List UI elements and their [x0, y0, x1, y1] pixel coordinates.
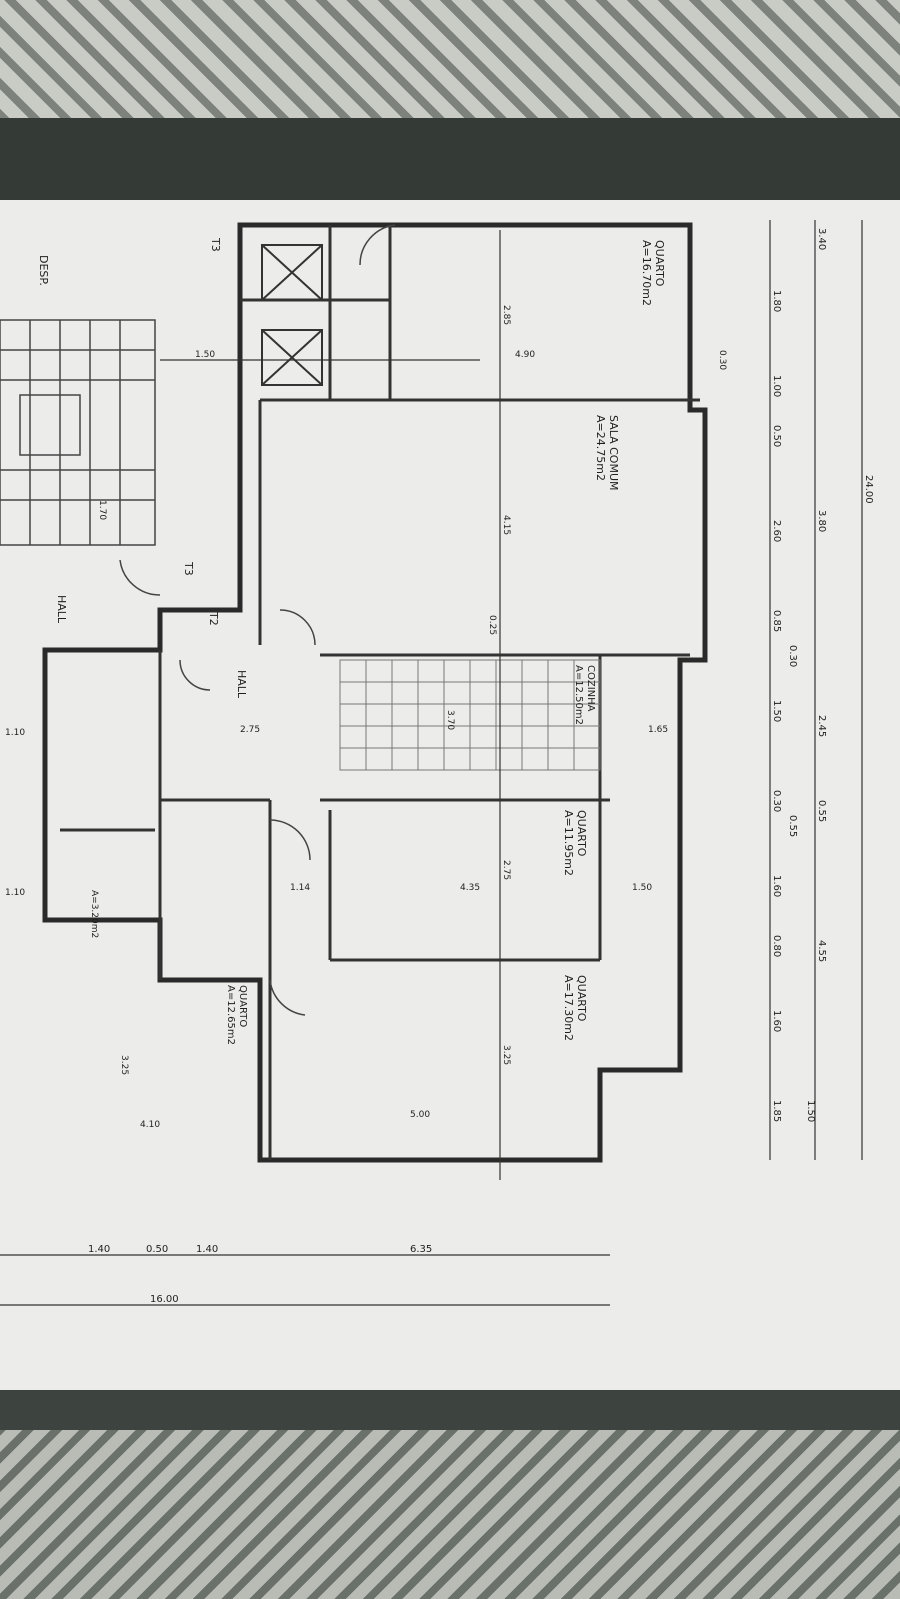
hall-label: HALL [235, 670, 248, 699]
dim-label: 3.40 [816, 228, 827, 250]
dim-label: 6.35 [410, 1244, 432, 1255]
dim-label: 0.50 [146, 1244, 168, 1255]
dim-label: 1.00 [771, 375, 782, 397]
dim-label: 1.40 [196, 1244, 218, 1255]
dim-label: 1.40 [88, 1244, 110, 1255]
dim-label: 16.00 [150, 1294, 179, 1305]
room-area: A=17.30m2 [562, 975, 575, 1041]
room-area: A=3.20m2 [89, 890, 99, 938]
floor-plan-sheet: QUARTO A=16.70m2 SALA COMUM A=24.75m2 CO… [0, 200, 900, 1390]
dim-label: 0.50 [771, 425, 782, 447]
door-swings [119, 224, 396, 1016]
dim-label: 4.35 [460, 883, 480, 893]
dim-label: 4.55 [816, 940, 827, 962]
dim-label: 2.75 [240, 725, 260, 735]
dim-label: 2.85 [501, 305, 511, 325]
t2-label: T2 [207, 611, 220, 626]
dim-label: 0.30 [717, 350, 727, 370]
dim-label: 3.80 [816, 510, 827, 532]
room-name: QUARTO [653, 240, 666, 287]
room-area: A=12.65m2 [225, 985, 236, 1045]
dim-label: 1.60 [771, 875, 782, 897]
dim-label: 1.80 [771, 290, 782, 312]
room-name: COZINHA [585, 665, 596, 712]
bottom-dimensions: 1.40 0.50 1.40 6.35 16.00 [88, 1244, 432, 1305]
dim-label: 0.55 [816, 800, 827, 822]
dark-board-top [0, 118, 900, 204]
outer-walls [42, 222, 708, 1163]
interior-walls [60, 225, 700, 1160]
dim-label: 0.55 [787, 815, 798, 837]
dim-label: 1.60 [771, 1010, 782, 1032]
room-area: A=12.50m2 [573, 665, 584, 725]
room-name: QUARTO [575, 810, 588, 857]
dim-label: 1.85 [771, 1100, 782, 1122]
dim-label: 1.50 [632, 883, 652, 893]
room-name: SALA COMUM [607, 415, 620, 491]
dim-label: 3.25 [119, 1055, 129, 1075]
dim-label: 1.50 [805, 1100, 816, 1122]
plan-labels: HALL HALL DESP. T2 T3 T3 [37, 237, 248, 699]
dim-label: 0.80 [771, 935, 782, 957]
dim-label: 4.90 [515, 350, 535, 360]
right-dimensions: 1.80 1.00 0.50 2.60 0.85 0.30 1.50 0.30 … [771, 228, 874, 1122]
dim-label: 0.30 [771, 790, 782, 812]
room-area: A=24.75m2 [594, 415, 607, 481]
room-area: A=11.95m2 [562, 810, 575, 876]
room-area: A=16.70m2 [640, 240, 653, 306]
hall-label: HALL [55, 595, 68, 624]
room-labels: QUARTO A=16.70m2 SALA COMUM A=24.75m2 CO… [89, 240, 666, 1045]
interior-dimensions: 2.85 4.90 4.15 3.70 2.75 3.25 5.00 4.10 … [5, 305, 727, 1130]
tablecloth-top [0, 0, 900, 140]
dim-label: 0.30 [787, 645, 798, 667]
dim-label: 5.00 [410, 1110, 430, 1120]
tablecloth-bottom [0, 1400, 900, 1599]
dim-label: 1.10 [5, 888, 25, 898]
dim-label: 4.15 [501, 515, 511, 535]
dim-label: 1.50 [195, 350, 215, 360]
kitchen-tiles [339, 659, 601, 771]
room-name: QUARTO [237, 985, 248, 1027]
elevator-shafts [261, 244, 323, 386]
dim-label: 0.25 [487, 615, 497, 635]
dim-label: 1.10 [5, 728, 25, 738]
dim-label: 0.85 [771, 610, 782, 632]
desp-label: DESP. [37, 255, 50, 286]
dim-label: 1.65 [648, 725, 668, 735]
dim-label: 2.75 [501, 860, 511, 880]
dim-label: 1.14 [290, 883, 310, 893]
t3-label: T3 [209, 237, 222, 252]
dim-label: 24.00 [863, 475, 874, 504]
t3-label: T3 [182, 561, 195, 576]
dim-label: 3.70 [445, 710, 455, 730]
room-name: QUARTO [575, 975, 588, 1022]
dim-label: 1.50 [771, 700, 782, 722]
dim-label: 4.10 [140, 1120, 160, 1130]
dim-label: 2.45 [816, 715, 827, 737]
floor-plan-drawing: QUARTO A=16.70m2 SALA COMUM A=24.75m2 CO… [0, 220, 874, 1306]
dim-label: 1.70 [97, 500, 107, 520]
dim-label: 2.60 [771, 520, 782, 542]
dim-label: 3.25 [501, 1045, 511, 1065]
dimension-lines [0, 220, 863, 1306]
stairwell [0, 319, 156, 546]
